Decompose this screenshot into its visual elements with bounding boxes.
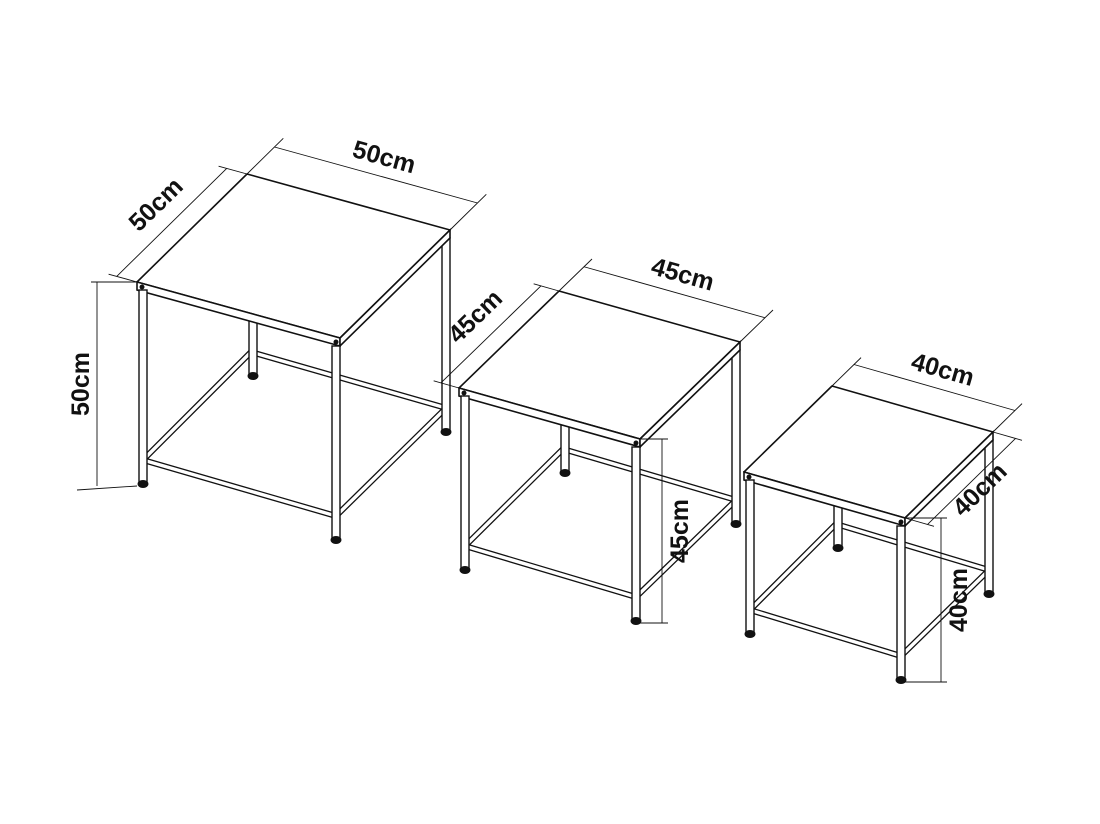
screw: [461, 390, 467, 396]
front-right-foot: [630, 617, 642, 625]
tabletop-surface: [136, 173, 451, 339]
tabletop-surface: [458, 290, 741, 440]
depth-extension-line: [992, 431, 1023, 441]
screw: [746, 474, 752, 480]
depth-dimension-line: [116, 168, 228, 277]
front-stretcher-inner: [142, 458, 337, 518]
tabletop-side-edge: [904, 430, 994, 528]
front-right-leg: [331, 345, 341, 539]
right-stretcher-inner: [334, 406, 448, 518]
width-extension-line: [831, 357, 862, 387]
table-small-height-label: 40cm: [945, 568, 973, 632]
table-small: [743, 357, 1023, 684]
front-right-foot: [895, 676, 907, 684]
left-stretcher-inner: [748, 522, 838, 612]
back-stretcher-inner: [250, 350, 447, 410]
back-right-foot: [983, 590, 995, 598]
front-left-foot: [137, 480, 149, 488]
table-medium-width-label: 45cm: [648, 252, 717, 296]
table-medium: [433, 258, 774, 625]
front-left-leg: [460, 395, 470, 569]
back-left-foot: [247, 372, 259, 380]
table-medium-height-label: 45cm: [666, 499, 694, 563]
width-extension-line: [739, 309, 774, 343]
screw: [633, 440, 639, 446]
front-stretcher-inner: [464, 544, 637, 599]
front-left-foot: [459, 566, 471, 574]
front-right-leg: [631, 446, 641, 620]
depth-dimension-line: [440, 285, 542, 384]
depth-extension-line: [904, 517, 935, 527]
front-left-leg: [745, 479, 755, 633]
back-left-foot: [559, 469, 571, 477]
right-stretcher-inner: [634, 498, 738, 599]
front-right-leg: [896, 525, 906, 679]
back-right-foot: [440, 428, 452, 436]
table-large-height-label: 50cm: [67, 352, 95, 416]
front-right-foot: [330, 536, 342, 544]
table-small-width-label: 40cm: [908, 348, 977, 392]
depth-extension-line: [433, 380, 460, 389]
width-extension-line: [449, 194, 487, 231]
front-stretcher-inner: [749, 608, 902, 658]
front-left-leg: [138, 289, 148, 483]
table-large: [76, 138, 487, 544]
width-extension-line: [992, 403, 1023, 433]
depth-extension-line: [533, 283, 560, 292]
back-stretcher-inner: [562, 447, 737, 502]
back-left-foot: [832, 544, 844, 552]
back-right-leg: [731, 349, 741, 523]
width-dimension-line: [853, 364, 1016, 411]
back-right-foot: [730, 520, 742, 528]
left-stretcher-inner: [141, 350, 253, 462]
height-extension-line: [76, 485, 138, 491]
table-medium-depth-label: 45cm: [443, 284, 508, 349]
table-large-depth-label: 50cm: [123, 172, 188, 237]
width-dimension-line: [583, 266, 766, 319]
tabletop-side-edge: [639, 340, 741, 449]
screw: [333, 339, 339, 345]
front-left-foot: [744, 630, 756, 638]
left-stretcher-inner: [463, 447, 565, 548]
depth-extension-line: [108, 273, 138, 283]
screw: [139, 284, 145, 290]
depth-extension-line: [218, 165, 248, 175]
right-stretcher-inner: [899, 568, 991, 658]
table-large-width-label: 50cm: [350, 135, 419, 179]
width-dimension-line: [274, 146, 478, 204]
width-extension-line: [246, 138, 284, 175]
back-stretcher-inner: [835, 522, 990, 572]
width-extension-line: [558, 258, 593, 292]
depth-dimension-line: [927, 438, 1016, 525]
screw: [898, 519, 904, 525]
tabletop-side-edge: [339, 228, 451, 348]
